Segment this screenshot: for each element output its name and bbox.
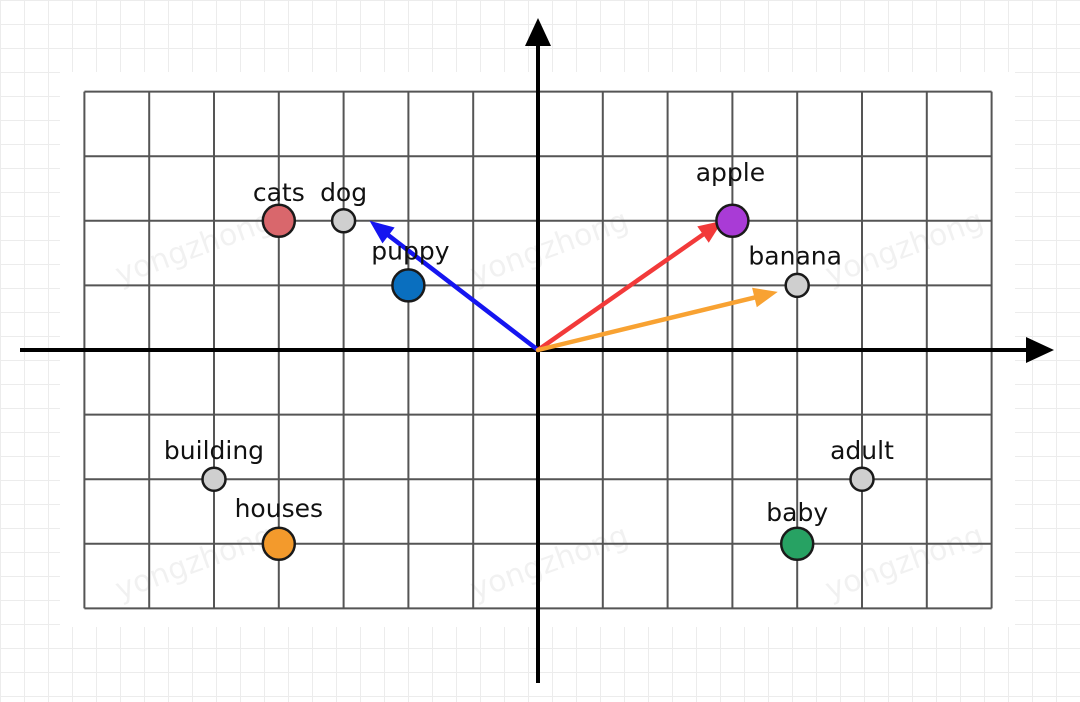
point-dog (330, 208, 357, 234)
vector-blue-shaft (386, 233, 541, 353)
point-apple (715, 203, 750, 239)
point-building (201, 466, 227, 492)
point-puppy (391, 268, 426, 303)
label-puppy: puppy (371, 236, 449, 265)
y-axis-arrowhead-icon (525, 18, 551, 46)
label-cats: cats (253, 178, 305, 207)
points (201, 203, 875, 562)
point-cats (261, 203, 297, 239)
label-adult: adult (830, 436, 894, 465)
vector-orange-shaft (535, 295, 757, 353)
label-baby: baby (766, 498, 828, 527)
label-banana: banana (748, 241, 842, 270)
point-adult (849, 466, 875, 492)
vector-red-shaft (535, 232, 706, 353)
x-axis-arrowhead-icon (1026, 337, 1054, 363)
point-houses (261, 526, 297, 562)
vector-orange-arrowhead-icon (752, 287, 778, 308)
label-dog: dog (320, 178, 367, 207)
axes (20, 18, 1054, 683)
label-apple: apple (696, 158, 765, 187)
point-banana (784, 272, 810, 299)
vector-blue-arrowhead-icon (369, 220, 395, 244)
label-building: building (164, 436, 264, 465)
vectors (369, 220, 778, 353)
label-houses: houses (235, 494, 323, 523)
point-baby (779, 526, 815, 562)
